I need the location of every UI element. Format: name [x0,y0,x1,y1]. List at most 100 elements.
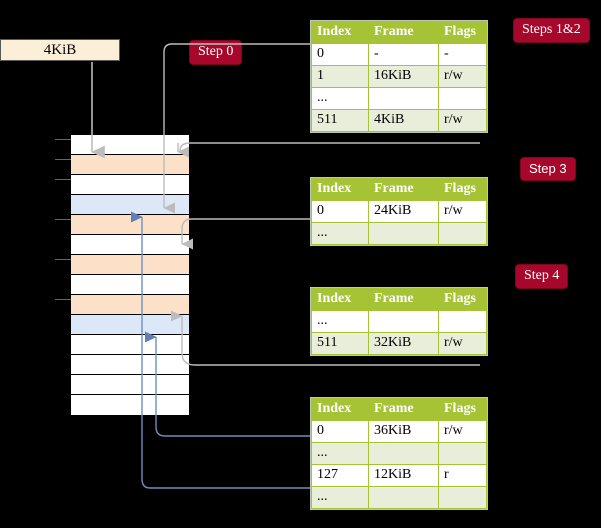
table-row: 0 - - [311,43,487,66]
badge-step-4-label: Step 4 [524,268,560,283]
memory-frame-row [71,395,189,415]
table-row: 511 32KiB r/w [311,332,487,355]
cell-index: ... [311,486,369,509]
memory-tick [55,219,71,220]
memory-tick [55,159,71,160]
badge-step-0: Step 0 [190,41,242,64]
cell-index: 0 [311,43,369,66]
table-row: 127 12KiB r [311,464,487,487]
column-header-flags: Flags [438,398,487,421]
cell-index: 127 [311,464,369,487]
cell-frame: 24KiB [368,200,439,223]
memory-frame-row [71,235,189,255]
cell-frame: 36KiB [368,420,439,443]
table-header-row: Index Frame Flags [311,21,487,44]
cell-index: 1 [311,65,369,88]
table-row: ... [311,486,487,509]
badge-step-3-label: Step 3 [529,161,567,176]
physical-memory-column [70,134,190,415]
memory-tick [55,299,71,300]
cell-frame [368,486,439,509]
cell-frame: 4KiB [368,109,439,132]
column-header-index: Index [311,398,369,421]
level4-table: Index Frame Flags 0 - - 1 16KiB r/w ... [311,21,487,132]
column-header-flags: Flags [438,288,487,311]
memory-frame-row [71,295,189,315]
memory-frame-row [71,355,189,375]
memory-tick [55,179,71,180]
badge-step-3: Step 3 [521,158,575,180]
cell-frame [368,87,439,110]
cell-flags: r/w [438,65,487,88]
connector-memory-to-level4 [177,142,480,158]
table-row: 0 36KiB r/w [311,420,487,443]
cell-flags: - [438,43,487,66]
cell-index: ... [311,87,369,110]
cell-frame [368,442,439,465]
memory-frame-row [71,215,189,235]
table-row: ... [311,310,487,333]
memory-frame-row [71,135,189,155]
cell-index: 511 [311,109,369,132]
cell-index: ... [311,442,369,465]
column-header-frame: Frame [368,398,439,421]
table-row: 1 16KiB r/w [311,65,487,88]
cell-frame: 12KiB [368,464,439,487]
badge-steps-1-2-label: Steps 1&2 [522,22,581,37]
cell-frame: - [368,43,439,66]
cell-flags: r/w [438,420,487,443]
table-row: ... [311,442,487,465]
memory-frame-row [71,315,189,335]
table-row: ... [311,222,487,245]
table-row: ... [311,87,487,110]
table-header-row: Index Frame Flags [311,398,487,421]
cell-index: ... [311,222,369,245]
cell-frame [368,310,439,333]
memory-frame-row [71,175,189,195]
column-header-index: Index [311,21,369,44]
badge-step-4: Step 4 [516,265,568,288]
memory-frame-row [71,195,189,215]
page-box-4kib: 4KiB [0,39,120,61]
level1-table: Index Frame Flags 0 36KiB r/w ... 127 12… [311,398,487,509]
cell-flags [438,310,487,333]
table-row: 0 24KiB r/w [311,200,487,223]
cell-frame: 16KiB [368,65,439,88]
badge-step-0-label: Step 0 [198,44,234,59]
memory-frame-row [71,335,189,355]
memory-tick [55,139,71,140]
cell-flags: r/w [438,109,487,132]
cell-flags [438,87,487,110]
table-header-row: Index Frame Flags [311,288,487,311]
cell-flags: r [438,464,487,487]
column-header-index: Index [311,178,369,201]
level2-table: Index Frame Flags ... 511 32KiB r/w [311,288,487,355]
badge-steps-1-2: Steps 1&2 [514,19,589,42]
memory-frame-row [71,155,189,175]
cell-flags: r/w [438,332,487,355]
table-row: 511 4KiB r/w [311,109,487,132]
column-header-flags: Flags [438,21,487,44]
cell-index: ... [311,310,369,333]
memory-frame-row [71,255,189,275]
cell-flags [438,486,487,509]
cell-flags: r/w [438,200,487,223]
memory-frame-row [71,375,189,395]
memory-frame-row [71,275,189,295]
cell-index: 0 [311,420,369,443]
column-header-index: Index [311,288,369,311]
memory-tick [55,259,71,260]
cell-flags [438,442,487,465]
column-header-frame: Frame [368,21,439,44]
level3-table: Index Frame Flags 0 24KiB r/w ... [311,178,487,245]
cell-frame: 32KiB [368,332,439,355]
table-header-row: Index Frame Flags [311,178,487,201]
cell-flags [438,222,487,245]
cell-index: 0 [311,200,369,223]
cell-index: 511 [311,332,369,355]
column-header-frame: Frame [368,288,439,311]
column-header-flags: Flags [438,178,487,201]
column-header-frame: Frame [368,178,439,201]
cell-frame [368,222,439,245]
